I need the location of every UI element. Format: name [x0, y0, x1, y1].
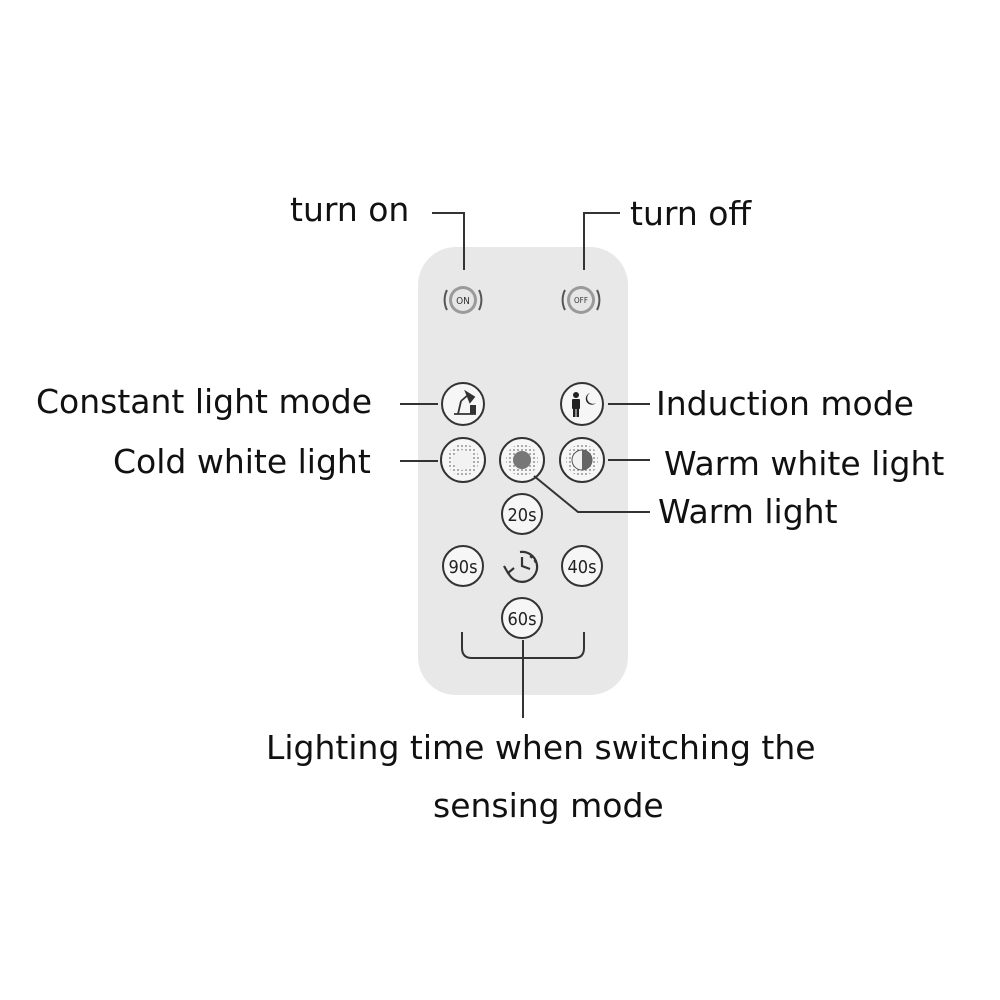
- timer-20s-button[interactable]: 20s: [501, 493, 543, 535]
- timer-60s-label: 60s: [507, 609, 536, 630]
- warm-light-icon: [506, 444, 538, 476]
- warm-white-light-button[interactable]: [559, 437, 605, 483]
- person-moon-icon: [572, 392, 596, 417]
- constant-light-button[interactable]: [441, 382, 485, 426]
- timer-90s-button[interactable]: 90s: [442, 545, 484, 587]
- timer-20s-label: 20s: [507, 505, 536, 526]
- on-button[interactable]: ON: [443, 286, 483, 314]
- on-button-label: ON: [456, 296, 470, 307]
- timer-60s-button[interactable]: 60s: [501, 597, 543, 639]
- cold-white-light-label: Cold white light: [113, 442, 371, 481]
- timer-40s-button[interactable]: 40s: [561, 545, 603, 587]
- desk-lamp-icon: [454, 389, 476, 415]
- induction-mode-button[interactable]: [560, 382, 604, 426]
- off-button-label: OFF: [574, 296, 588, 305]
- timer-90s-label: 90s: [448, 557, 477, 578]
- turn-on-label: turn on: [290, 190, 410, 229]
- half-circle-icon: [566, 444, 598, 476]
- cold-light-icon: [447, 444, 479, 476]
- constant-light-mode-label: Constant light mode: [36, 382, 373, 421]
- clock-icon: [503, 550, 539, 583]
- timer-40s-label: 40s: [567, 557, 596, 578]
- induction-mode-label: Induction mode: [656, 384, 914, 423]
- lighting-time-label-line1: Lighting time when switching the: [266, 728, 816, 767]
- lighting-time-label-line2: sensing mode: [433, 786, 664, 825]
- warm-white-light-label: Warm white light: [664, 444, 945, 483]
- turn-off-label: turn off: [630, 194, 752, 233]
- off-button[interactable]: OFF: [561, 286, 601, 314]
- cold-white-light-button[interactable]: [440, 437, 486, 483]
- warm-light-button[interactable]: [499, 437, 545, 483]
- warm-light-label: Warm light: [658, 492, 838, 531]
- callout-lines: [400, 212, 650, 718]
